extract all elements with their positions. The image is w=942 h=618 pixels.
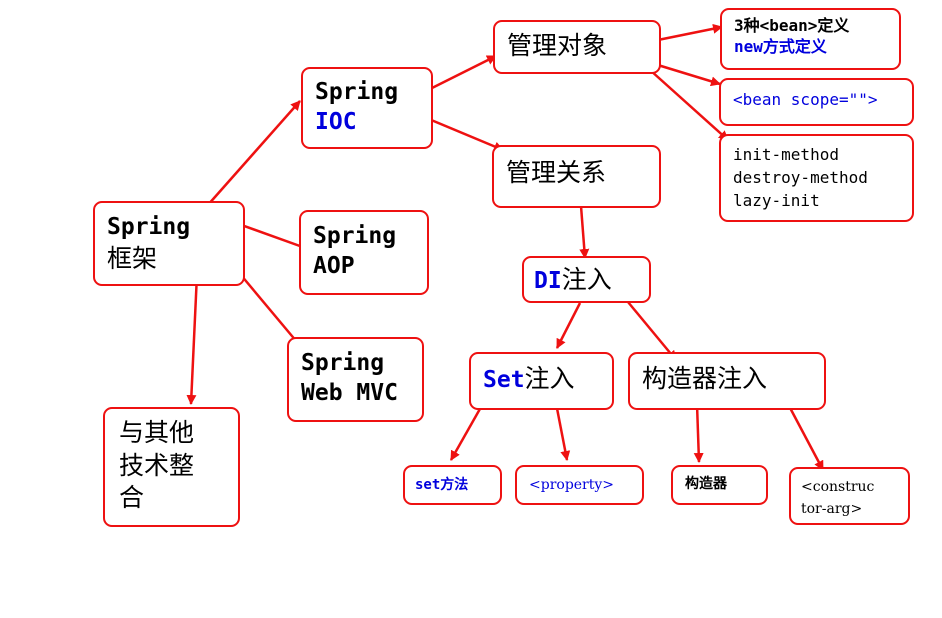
node-spring-framework-line2: 框架 xyxy=(107,243,158,273)
arrow-constructor-to-ctorarg xyxy=(786,403,825,471)
node-property-tag: <property> xyxy=(515,465,644,505)
node-constructor: 构造器 xyxy=(671,465,768,505)
node-bean-definition-line1: 3种<bean>定义 xyxy=(734,16,850,35)
node-manage-objects: 管理对象 xyxy=(493,20,661,74)
node-manage-objects-label: 管理对象 xyxy=(507,31,608,60)
node-di-injection-prefix: DI xyxy=(534,268,562,294)
node-constructor-arg: <construc tor-arg> xyxy=(789,467,910,525)
node-property-tag-label: <property> xyxy=(529,477,615,493)
node-di-injection-suffix: 注入 xyxy=(561,265,612,294)
node-spring-web-mvc-line1: Spring xyxy=(301,350,385,376)
node-set-method-label: set方法 xyxy=(415,477,469,493)
node-integration-line1: 与其他 xyxy=(119,418,195,447)
arrow-framework-to-ioc xyxy=(206,100,301,207)
node-spring-web-mvc: Spring Web MVC xyxy=(287,337,424,422)
node-lifecycle-line1: init-method xyxy=(733,145,839,164)
node-set-injection-suffix: 注入 xyxy=(524,364,575,393)
node-integration-line2: 技术整 xyxy=(119,450,195,480)
arrow-ioc-to-manage-objects xyxy=(421,54,497,95)
arrow-objects-to-lifecycle xyxy=(649,69,729,141)
node-bean-definition: 3种<bean>定义 new方式定义 xyxy=(720,8,901,70)
node-spring-aop-line1: Spring xyxy=(313,223,397,249)
node-bean-scope: <bean scope=""> xyxy=(719,78,914,126)
node-integration-line3: 合 xyxy=(119,483,145,512)
arrow-set-to-setmethod xyxy=(449,399,487,461)
node-spring-ioc-line1: Spring xyxy=(315,79,399,105)
node-set-method: set方法 xyxy=(403,465,502,505)
node-bean-scope-label: <bean scope=""> xyxy=(733,90,878,109)
node-spring-framework: Spring 框架 xyxy=(93,201,245,286)
node-di-injection: DI注入 xyxy=(522,256,651,303)
node-lifecycle: init-method destroy-method lazy-init xyxy=(719,134,914,222)
arrow-di-to-constructor xyxy=(627,301,677,361)
node-manage-relations: 管理关系 xyxy=(492,145,661,208)
node-integration: 与其他 技术整 合 xyxy=(103,407,240,527)
node-spring-ioc-line2: IOC xyxy=(315,108,357,135)
node-manage-relations-label: 管理关系 xyxy=(506,158,607,187)
arrow-ioc-to-manage-relations xyxy=(423,115,504,152)
node-constructor-label: 构造器 xyxy=(685,476,727,492)
node-bean-definition-line2: new方式定义 xyxy=(734,36,827,56)
node-spring-web-mvc-line2: Web MVC xyxy=(301,379,398,406)
node-spring-ioc: Spring IOC xyxy=(301,67,433,149)
node-set-injection-prefix: Set xyxy=(483,367,525,393)
node-constructor-injection: 构造器注入 xyxy=(628,352,826,410)
node-set-injection: Set注入 xyxy=(469,352,614,410)
node-constructor-injection-label: 构造器注入 xyxy=(642,364,768,393)
node-lifecycle-line2: destroy-method xyxy=(733,168,868,188)
node-constructor-arg-line2: tor-arg> xyxy=(801,500,863,517)
node-spring-framework-line1: Spring xyxy=(107,214,191,240)
arrow-di-to-set xyxy=(555,302,582,349)
node-spring-aop-line2: AOP xyxy=(313,252,355,279)
node-constructor-arg-line1: <construc xyxy=(801,479,875,495)
arrow-framework-to-integration xyxy=(186,273,199,405)
node-lifecycle-line3: lazy-init xyxy=(733,191,820,211)
node-spring-aop: Spring AOP xyxy=(299,210,429,295)
arrow-constructor-to-ctor xyxy=(693,403,704,463)
